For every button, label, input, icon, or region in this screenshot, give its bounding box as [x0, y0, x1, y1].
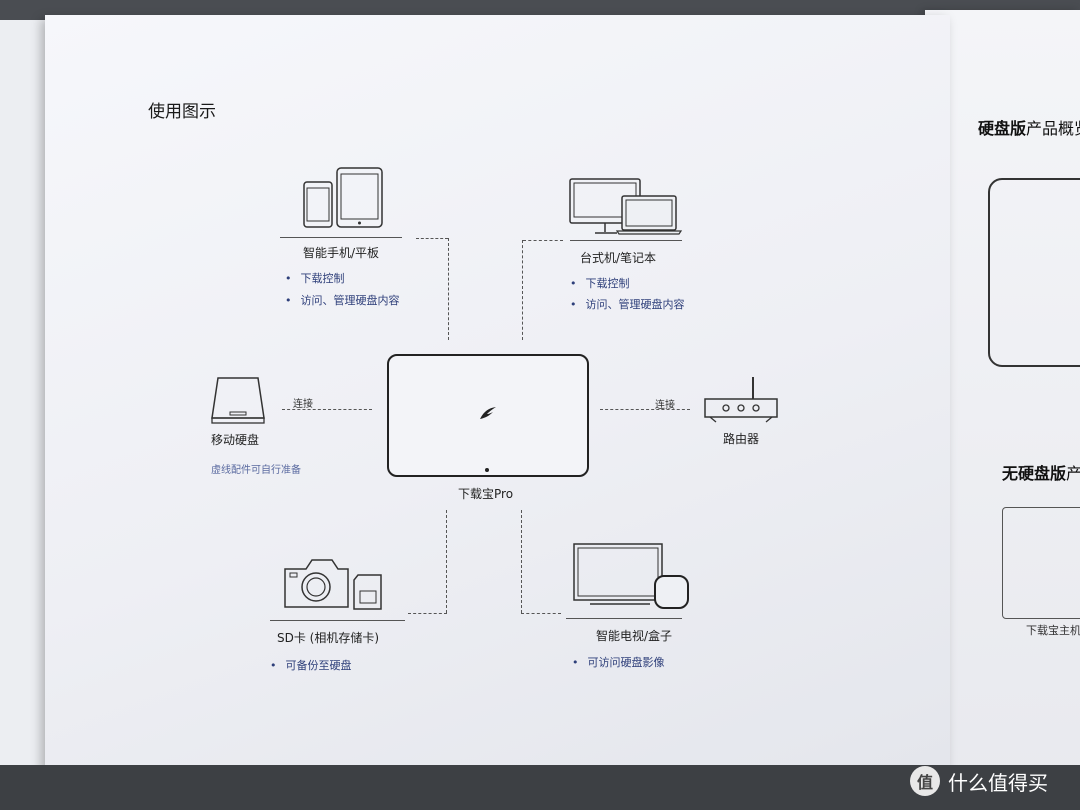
- computer-laptop-icon: [569, 178, 683, 235]
- tv-connector-v: [521, 510, 522, 613]
- router-connector: [600, 409, 690, 410]
- right-heading-2-rest: 产: [1066, 464, 1080, 483]
- hub-indicator-light: [485, 468, 489, 472]
- computer-bullet-1: 下载控制: [570, 275, 630, 291]
- computer-divider: [570, 240, 682, 241]
- external-hdd-icon: [211, 377, 265, 424]
- camera-connector-h: [408, 613, 447, 614]
- right-page: [925, 10, 1080, 810]
- watermark-logo-icon: 值: [910, 766, 940, 796]
- download-box-device: [387, 354, 589, 477]
- phone-label: 智能手机/平板: [303, 246, 380, 260]
- camera-divider: [270, 620, 405, 621]
- router-label: 路由器: [723, 432, 760, 446]
- right-heading-1-rest: 产品概览: [1026, 119, 1080, 138]
- tv-connector-h: [521, 613, 561, 614]
- phone-divider: [280, 237, 402, 238]
- computer-connector-v: [522, 240, 523, 340]
- computer-bullet-2: 访问、管理硬盘内容: [570, 296, 685, 312]
- router-icon: [704, 377, 778, 423]
- circuit-board-illustration: [1002, 507, 1080, 619]
- phone-connector-h: [416, 238, 448, 239]
- tv-bullet-1: 可访问硬盘影像: [572, 654, 665, 670]
- router-connect-label: 连接: [655, 400, 675, 411]
- computer-label: 台式机/笔记本: [580, 251, 657, 265]
- right-heading-1-bold: 硬盘版: [978, 119, 1027, 138]
- page-title: 使用图示: [148, 102, 216, 122]
- watermark-text: 什么值得买: [948, 770, 1048, 795]
- tv-label: 智能电视/盒子: [596, 629, 673, 643]
- phone-bullet-2: 访问、管理硬盘内容: [285, 292, 400, 308]
- phone-bullet-1: 下载控制: [285, 270, 345, 286]
- tv-box-icon: [573, 543, 689, 609]
- right-heading-2-bold: 无硬盘版: [1002, 464, 1067, 483]
- product-outline-box: [988, 178, 1080, 367]
- right-heading-2: 无硬盘版产: [1002, 460, 1080, 484]
- brand-logo-icon: [480, 407, 496, 419]
- hub-label: 下载宝Pro: [458, 487, 514, 501]
- tv-divider: [566, 618, 682, 619]
- right-heading-1: 硬盘版产品概览: [978, 115, 1080, 139]
- hdd-label: 移动硬盘: [211, 433, 260, 447]
- camera-bullet-1: 可备份至硬盘: [270, 657, 352, 673]
- computer-connector-h: [523, 240, 563, 241]
- watermark: 值 什么值得买: [910, 766, 1048, 796]
- camera-sdcard-icon: [284, 559, 382, 610]
- hdd-note: 虚线配件可自行准备: [211, 465, 301, 476]
- right-caption: 下载宝主机: [1026, 624, 1080, 637]
- phone-tablet-icon: [303, 167, 383, 228]
- camera-label: SD卡 (相机存储卡): [277, 631, 380, 645]
- camera-connector-v: [446, 510, 447, 613]
- phone-connector-v: [448, 238, 449, 340]
- hdd-connector: [282, 409, 372, 410]
- hdd-connect-label: 连接: [293, 399, 313, 410]
- table-shadow: [0, 765, 1080, 810]
